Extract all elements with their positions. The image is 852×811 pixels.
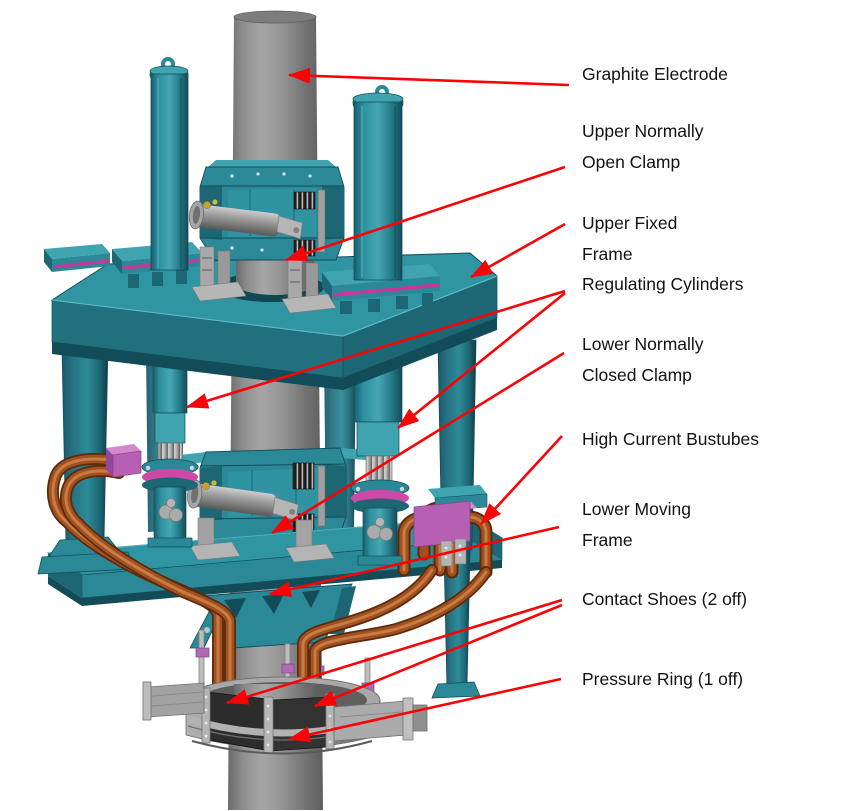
leader-upper-fixed-frame bbox=[470, 222, 566, 279]
leader-pressure-ring bbox=[288, 677, 562, 743]
bustube-clamp-block-right bbox=[413, 500, 477, 548]
regulating-cylinder-left-lower bbox=[141, 354, 199, 548]
leader-upper-open-clamp bbox=[285, 165, 566, 262]
contact-shoes bbox=[205, 691, 332, 752]
high-current-bustubes bbox=[46, 444, 493, 698]
leader-arrows bbox=[186, 67, 570, 743]
clamp-latch-bracket-left bbox=[191, 246, 247, 302]
mounting-pad-left-edge bbox=[44, 244, 110, 272]
lower-clamp-cylinder bbox=[187, 479, 299, 521]
pressure-ring bbox=[142, 676, 428, 755]
leader-contact-shoe-left bbox=[226, 598, 563, 705]
leader-regulating-cylinder-left bbox=[186, 289, 566, 409]
leader-lower-moving-frame bbox=[269, 525, 560, 598]
regulating-cylinder-right bbox=[352, 85, 404, 281]
leader-regulating-cylinder-right bbox=[397, 291, 566, 430]
regulating-cylinder-left bbox=[149, 57, 189, 271]
leader-contact-shoe-right bbox=[314, 603, 563, 708]
leader-lower-closed-clamp bbox=[271, 351, 565, 535]
upper-clamp-cylinder bbox=[188, 200, 303, 240]
clamp-latch-bracket-right bbox=[281, 258, 337, 314]
leader-bustubes bbox=[480, 435, 563, 525]
leader-graphite-electrode bbox=[288, 67, 570, 87]
regulating-cylinder-right-lower bbox=[350, 359, 410, 566]
upper-fixed-frame bbox=[44, 242, 498, 390]
front-legs bbox=[37, 339, 481, 699]
bustube-clamp-block-left bbox=[106, 444, 142, 478]
pressure-ring-arm-left bbox=[142, 681, 205, 721]
